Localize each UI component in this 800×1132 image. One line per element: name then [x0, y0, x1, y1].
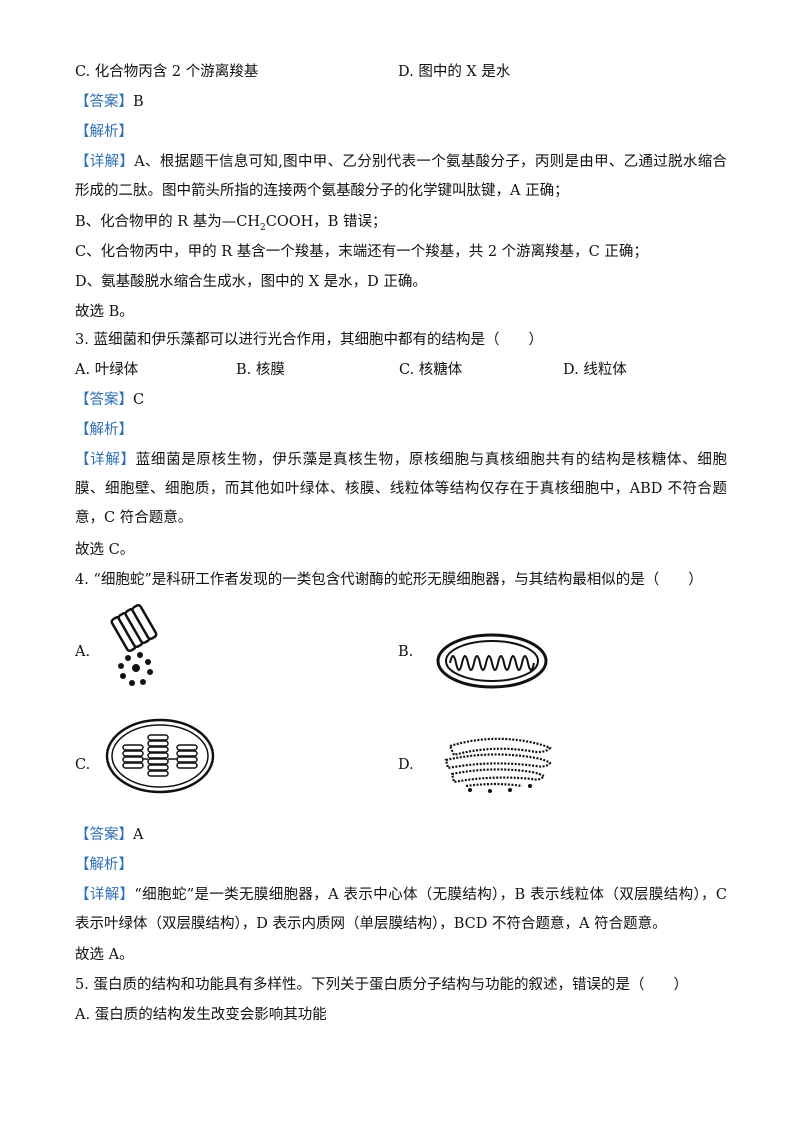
q4-detail: 【详解】“细胞蛇”是一类无膜细胞器，A 表示中心体（无膜结构），B 表示线粒体（… [75, 881, 727, 939]
q3-conclusion: 故选 C。 [75, 542, 135, 558]
detail-tag: 【详解】 [75, 887, 135, 903]
detail-tag: 【详解】 [75, 154, 135, 170]
q2-option-c: C. 化合物丙含 2 个游离羧基 [75, 64, 259, 80]
q4-stem: 4. “细胞蛇”是科研工作者发现的一类包含代谢酶的蛇形无膜细胞器，与其结构最相似… [75, 572, 703, 588]
q2-conclusion: 故选 B。 [75, 304, 134, 320]
q3-option-b: B. 核膜 [236, 362, 285, 378]
q4-conclusion: 故选 A。 [75, 947, 134, 963]
q3-option-d: D. 线粒体 [563, 362, 627, 378]
answer-tag: 【答案】 [75, 827, 133, 843]
q3-option-a: A. 叶绿体 [75, 362, 139, 378]
q2-detail-a: 【详解】A、根据题干信息可知,图中甲、乙分别代表一个氨基酸分子，丙则是由甲、乙通… [75, 148, 727, 206]
endoplasmic-reticulum-figure [444, 737, 552, 793]
q3-answer: 【答案】C [75, 390, 144, 410]
q4-option-b-label: B. [398, 644, 414, 660]
detail-tag: 【详解】 [75, 452, 136, 468]
q2-detail-d: D、氨基酸脱水缩合生成水，图中的 X 是水，D 正确。 [75, 274, 427, 290]
answer-value: A [133, 827, 144, 843]
chloroplast-figure [105, 718, 215, 794]
q3-detail: 【详解】蓝细菌是原核生物，伊乐藻是真核生物，原核细胞与真核细胞共有的结构是核糖体… [75, 446, 727, 533]
q4-option-c-label: C. [75, 757, 91, 773]
q4-option-d-label: D. [398, 757, 414, 773]
detail-a-text: A、根据题干信息可知,图中甲、乙分别代表一个氨基酸分子，丙则是由甲、乙通过脱水缩… [75, 154, 728, 199]
analysis-tag: 【解析】 [75, 422, 133, 438]
analysis-tag: 【解析】 [75, 124, 133, 140]
answer-tag: 【答案】 [75, 94, 133, 110]
q3-option-c: C. 核糖体 [399, 362, 463, 378]
mitochondrion-figure [436, 633, 548, 689]
q2-detail-b: B、化合物甲的 R 基为—CH2COOH，B 错误； [75, 212, 387, 238]
q4-option-a-label: A. [75, 644, 91, 660]
detail-text: 蓝细菌是原核生物，伊乐藻是真核生物，原核细胞与真核细胞共有的结构是核糖体、细胞膜… [75, 452, 728, 526]
q4-answer: 【答案】A [75, 825, 143, 845]
q2-option-d: D. 图中的 X 是水 [398, 64, 511, 80]
q4-analysis: 【解析】 [75, 855, 133, 875]
q3-stem: 3. 蓝细菌和伊乐藻都可以进行光合作用，其细胞中都有的结构是（ ） [75, 332, 543, 348]
detail-text: “细胞蛇”是一类无膜细胞器，A 表示中心体（无膜结构），B 表示线粒体（双层膜结… [75, 887, 728, 932]
q2-analysis: 【解析】 [75, 122, 133, 142]
answer-value: B [133, 94, 144, 110]
answer-value: C [133, 392, 145, 408]
q2-answer: 【答案】B [75, 92, 144, 112]
q5-option-a: A. 蛋白质的结构发生改变会影响其功能 [75, 1007, 327, 1023]
q3-analysis: 【解析】 [75, 420, 133, 440]
q5-stem: 5. 蛋白质的结构和功能具有多样性。下列关于蛋白质分子结构与功能的叙述，错误的是… [75, 977, 688, 993]
analysis-tag: 【解析】 [75, 857, 133, 873]
detail-b-pre: B、化合物甲的 R 基为—CH [75, 214, 261, 230]
detail-b-sub: 2 [260, 222, 266, 233]
detail-b-post: COOH，B 错误； [265, 214, 387, 230]
centriole-figure [110, 604, 158, 686]
q2-detail-c: C、化合物丙中，甲的 R 基含一个羧基，末端还有一个羧基，共 2 个游离羧基，C… [75, 244, 648, 260]
answer-tag: 【答案】 [75, 392, 133, 408]
